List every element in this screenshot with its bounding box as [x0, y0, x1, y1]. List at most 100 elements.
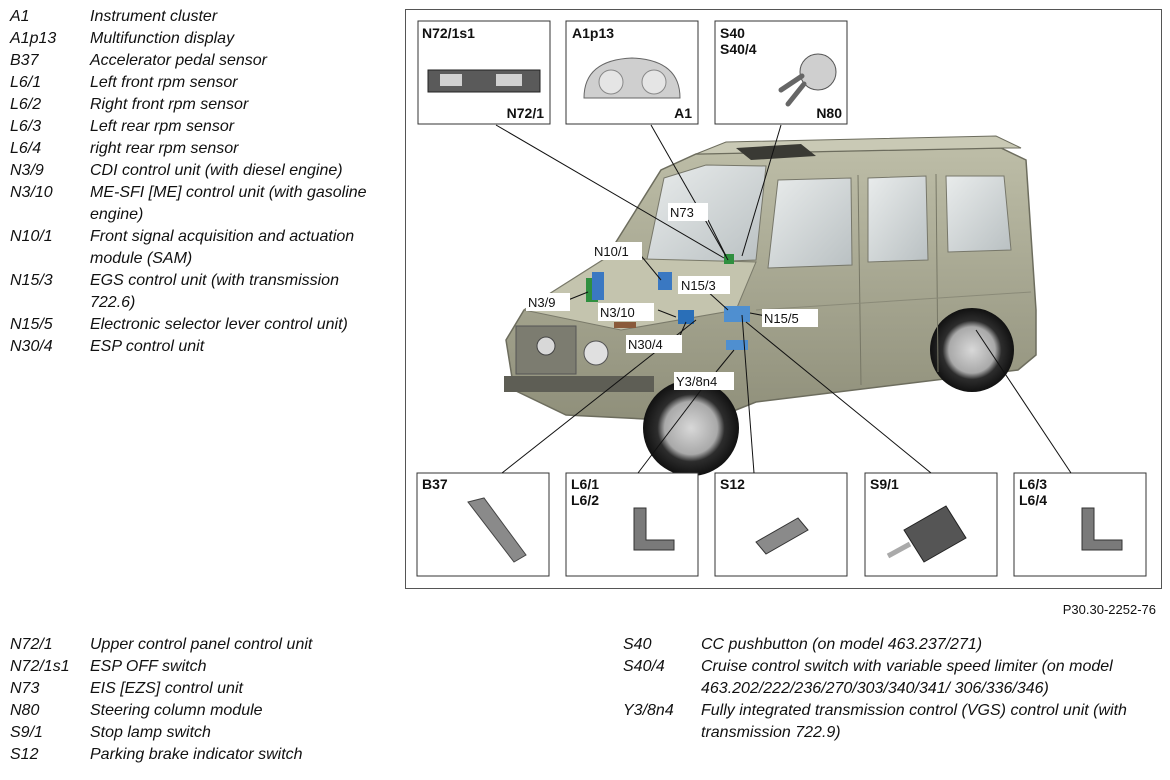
legend-item: N72/1 Upper control panel control unit [10, 634, 430, 656]
leader-line [741, 314, 755, 474]
diagram-canvas: N72/1s1 N72/1 A1p13 A1 S40 S40/4 N80 B37… [416, 20, 1147, 577]
component-location-diagram: N72/1s1 N72/1 A1p13 A1 S40 S40/4 N80 B37… [405, 9, 1162, 589]
leader-line [657, 309, 677, 318]
n3-10-component [592, 272, 604, 300]
body-line [755, 291, 1032, 311]
leader-line [745, 321, 932, 474]
legend-desc: EGS control unit (with transmission 722.… [90, 272, 339, 311]
leader-lines [495, 124, 1072, 474]
callout-labels: N73 N10/1 N15/3 N3/9 N3/10 N15/5 N30/4 Y… [526, 203, 818, 390]
legend-desc: ME-SFI [ME] control unit (with gasoline … [90, 184, 367, 223]
legend-desc: Multifunction display [90, 30, 235, 47]
label-l6-3: L6/3 [1019, 476, 1047, 492]
legend-code: N72/1 [10, 636, 53, 653]
legend-desc: Left rear rpm sensor [90, 118, 235, 135]
legend-code: B37 [10, 52, 39, 69]
legend-item: N10/1 Front signal acquisition and actuat… [10, 226, 370, 270]
legend-item: N72/1s1 ESP OFF switch [10, 656, 430, 678]
label-n72-1s1: N72/1s1 [422, 25, 475, 41]
y3-8n4-component [726, 340, 748, 350]
label-n72-1: N72/1 [507, 105, 545, 121]
mercedes-star [536, 336, 556, 356]
sunroof [736, 144, 816, 160]
rpm-sensor-illustration [1081, 507, 1123, 551]
legend-desc: Accelerator pedal sensor [90, 52, 267, 69]
legend-desc: CDI control unit (with diesel engine) [90, 162, 343, 179]
legend-desc: ESP OFF switch [90, 658, 207, 675]
legend-code: S12 [10, 746, 39, 763]
label-s40: S40 [720, 25, 745, 41]
legend-code: N10/1 [10, 228, 53, 245]
legend-code: A1p13 [10, 30, 57, 47]
leader-line [975, 329, 1072, 474]
detail-box-a1: A1p13 A1 [565, 20, 699, 125]
legend-item: N73 EIS [EZS] control unit [10, 678, 430, 700]
legend-code: N80 [10, 702, 40, 719]
callout-n3-9: N3/9 [528, 295, 555, 310]
accelerator-pedal-illustration [467, 497, 527, 563]
label-s40-4: S40/4 [720, 41, 757, 57]
callout-n30-4: N30/4 [628, 337, 663, 352]
detail-box-s12: S12 [714, 472, 848, 577]
rpm-sensor-illustration [633, 507, 675, 551]
label-n80: N80 [816, 105, 842, 121]
leader-line [715, 349, 735, 373]
n73-component [724, 254, 734, 264]
stop-lamp-switch-illustration [903, 505, 967, 563]
legend-code: N3/9 [10, 162, 44, 179]
leader-line [707, 219, 727, 257]
legend-code: L6/4 [10, 140, 42, 157]
legend-desc: CC pushbutton (on model 463.237/271) [701, 636, 983, 653]
pedal-component [614, 322, 636, 328]
legend-code: L6/2 [10, 96, 42, 113]
detail-box-l6-1: L6/1 L6/2 [565, 472, 699, 577]
legend-item: N30/4 ESP control unit [10, 336, 370, 358]
legend-desc: Steering column module [90, 702, 263, 719]
vehicle-illustration [504, 135, 1037, 476]
legend-code: S40/4 [623, 658, 665, 675]
legend-desc: ESP control unit [90, 338, 205, 355]
legend-desc: Instrument cluster [90, 8, 218, 25]
callout-n10-1: N10/1 [594, 244, 629, 259]
rear-side-window [867, 175, 929, 263]
legend-desc: EIS [EZS] control unit [90, 680, 243, 697]
highlighted-components [586, 254, 750, 350]
headlamp [583, 340, 609, 366]
bumper [504, 376, 654, 392]
legend-code: N30/4 [10, 338, 53, 355]
detail-box-s9-1: S9/1 [864, 472, 998, 577]
steering-column-module-illustration [799, 53, 837, 91]
rear-wheel [930, 308, 1014, 392]
legend-code: Y3/8n4 [623, 702, 674, 719]
leader-line [637, 389, 702, 474]
callout-n15-3: N15/3 [681, 278, 716, 293]
detail-box-b37: B37 [416, 472, 550, 577]
leader-line [567, 291, 589, 301]
detail-box-n72: N72/1s1 N72/1 [417, 20, 551, 125]
detail-box-l6-3: L6/3 L6/4 [1013, 472, 1147, 577]
leader-line [650, 124, 729, 261]
legend-code: N73 [10, 680, 40, 697]
legend-desc: Front signal acquisition and actuation m… [90, 228, 355, 267]
label-b37: B37 [422, 476, 448, 492]
legend-code: L6/1 [10, 74, 42, 91]
legend-desc: Left front rpm sensor [90, 74, 238, 91]
legend-item: L6/1 Left front rpm sensor [10, 72, 370, 94]
label-s9-1: S9/1 [870, 476, 899, 492]
legend-desc: right rear rpm sensor [90, 140, 239, 157]
label-a1p13: A1p13 [572, 25, 614, 41]
legend-desc: Upper control panel control unit [90, 636, 313, 653]
legend-item: B37 Accelerator pedal sensor [10, 50, 370, 72]
front-side-window [767, 177, 853, 269]
n10-1-component [658, 272, 672, 290]
legend-code: N72/1s1 [10, 658, 70, 675]
